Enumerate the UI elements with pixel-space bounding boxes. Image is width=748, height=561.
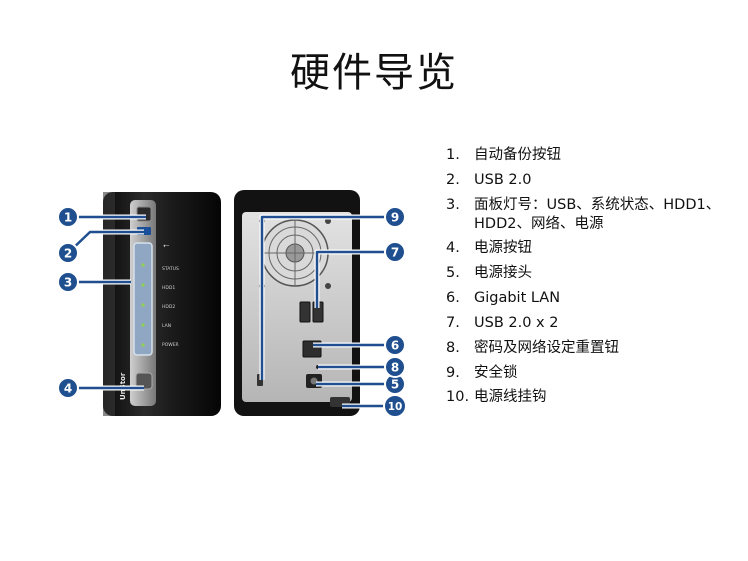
usb-port-a-shape xyxy=(299,301,311,323)
list-item-text: 面板灯号：USB、系统状态、HDD1、HDD2、网络、电源 xyxy=(474,196,721,232)
callout-4: 4 xyxy=(57,377,79,399)
label-hdd2: HDD2 xyxy=(162,304,175,310)
led-status xyxy=(141,263,145,267)
callout-badges: 1 2 3 4 5 6 7 8 9 10 xyxy=(57,206,407,418)
list-item: 6. Gigabit LAN xyxy=(446,289,746,308)
nas-back-view xyxy=(234,190,360,416)
list-item: 1. 自动备份按钮 xyxy=(446,146,746,165)
list-item: 5. 电源接头 xyxy=(446,264,746,283)
svg-text:2: 2 xyxy=(64,247,72,261)
led-power xyxy=(141,343,145,347)
list-item-text: USB 2.0 xyxy=(474,171,532,188)
callout-9: 9 xyxy=(384,206,406,228)
svg-text:1: 1 xyxy=(64,211,72,225)
svg-text:8: 8 xyxy=(391,361,399,375)
list-item-text: 密码及网络设定重置钮 xyxy=(474,339,619,356)
list-item-number: 10. xyxy=(446,389,470,406)
list-item: 9. 安全锁 xyxy=(446,364,746,383)
list-item-text: 安全锁 xyxy=(474,364,518,381)
list-item-number: 5. xyxy=(446,265,460,282)
list-item-number: 1. xyxy=(446,147,460,163)
list-item-text: 电源线挂钩 xyxy=(474,389,547,406)
callout-10: 10 xyxy=(383,394,407,418)
callout-1: 1 xyxy=(57,206,79,228)
list-item: 8. 密码及网络设定重置钮 xyxy=(446,339,746,358)
label-lan: LAN xyxy=(162,323,171,329)
label-hdd1: HDD1 xyxy=(162,285,175,291)
front-left-edge xyxy=(103,192,115,416)
led-lan xyxy=(141,323,145,327)
svg-text:7: 7 xyxy=(391,246,399,260)
list-item-text: 自动备份按钮 xyxy=(474,147,561,163)
list-item-number: 2. xyxy=(446,171,460,188)
page-title: 硬件导览 xyxy=(290,50,458,96)
callout-7: 7 xyxy=(384,241,406,263)
svg-text:3: 3 xyxy=(64,276,72,290)
svg-text:6: 6 xyxy=(391,339,399,353)
label-power: POWER xyxy=(162,342,179,348)
list-item-number: 4. xyxy=(446,240,460,257)
svg-text:5: 5 xyxy=(391,378,399,392)
list-item-text: USB 2.0 x 2 xyxy=(474,314,559,331)
callout-lines-blue xyxy=(67,215,395,408)
led-hdd1 xyxy=(141,283,145,287)
list-item-number: 7. xyxy=(446,314,460,331)
list-item: 10.电源线挂钩 xyxy=(446,388,746,407)
list-item-text: Gigabit LAN xyxy=(474,290,561,307)
svg-text:4: 4 xyxy=(64,382,72,396)
callout-8: 8 xyxy=(384,356,406,378)
svg-text:10: 10 xyxy=(388,401,403,413)
callout-6: 6 xyxy=(384,334,406,356)
list-item-text: 电源接头 xyxy=(474,265,532,282)
callout-2: 2 xyxy=(57,242,79,264)
usb-symbol-icon: ⭠ xyxy=(163,241,170,250)
nas-front-view: ⭠ STATUS HDD1 HDD2 LAN POWER UnStor xyxy=(103,192,221,416)
list-item: 2. USB 2.0 xyxy=(446,171,746,190)
svg-text:9: 9 xyxy=(391,211,399,225)
label-status: STATUS xyxy=(162,266,179,272)
list-item-number: 6. xyxy=(446,290,460,307)
led-hdd2 xyxy=(141,303,145,307)
list-item-number: 3. xyxy=(446,196,460,213)
list-item-number: 9. xyxy=(446,364,460,381)
list-item: 3. 面板灯号：USB、系统状态、HDD1、HDD2、网络、电源 xyxy=(446,196,746,234)
list-item-number: 8. xyxy=(446,339,460,356)
led-window xyxy=(133,242,153,356)
list-item: 4. 电源按钮 xyxy=(446,239,746,258)
feature-list: 1. 自动备份按钮 2. USB 2.0 3. 面板灯号：USB、系统状态、HDD1、… xyxy=(446,146,746,413)
list-item-text: 电源按钮 xyxy=(474,240,532,257)
list-item: 7. USB 2.0 x 2 xyxy=(446,314,746,333)
callout-3: 3 xyxy=(57,271,79,293)
